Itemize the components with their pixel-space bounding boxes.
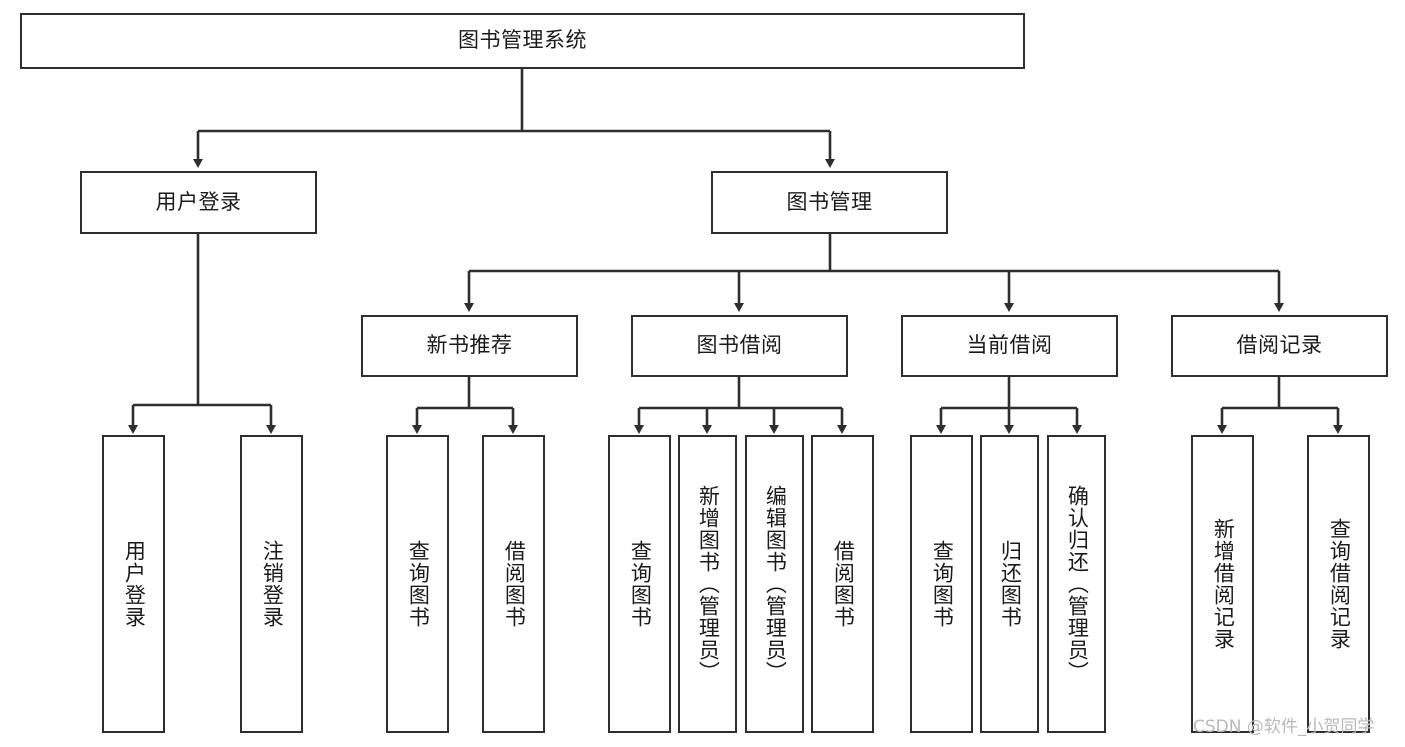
node-label: 新增图书（管理员） [696,485,721,683]
node-label: 归还图书 [998,540,1023,628]
node-label: 确认归还（管理员） [1065,485,1090,683]
leaf-borrow-record-add-record[interactable]: 新增借阅记录 [1191,435,1254,733]
leaf-user-login-logout[interactable]: 注销登录 [240,435,303,733]
node-user-login[interactable]: 用户登录 [80,171,317,234]
leaf-current-borrow-query-book[interactable]: 查询图书 [910,435,973,733]
node-label: 图书借阅 [696,333,783,358]
leaf-book-borrow-query-book[interactable]: 查询图书 [608,435,671,733]
node-label: 新书推荐 [426,333,513,358]
node-label: 借阅图书 [831,540,856,628]
leaf-borrow-record-query-record[interactable]: 查询借阅记录 [1307,435,1370,733]
node-current-borrow[interactable]: 当前借阅 [901,315,1118,377]
node-label: 用户登录 [122,540,147,628]
leaf-current-borrow-return-book[interactable]: 归还图书 [980,435,1039,733]
node-label: 查询图书 [930,540,955,628]
node-label: 借阅记录 [1236,333,1323,358]
node-label: 当前借阅 [966,333,1053,358]
node-label: 借阅图书 [502,540,527,628]
node-label: 查询借阅记录 [1327,518,1352,650]
node-book-management[interactable]: 图书管理 [711,171,948,234]
leaf-new-book-borrow-book[interactable]: 借阅图书 [482,435,545,733]
node-label: 新增借阅记录 [1211,518,1236,650]
leaf-book-borrow-add-book-admin[interactable]: 新增图书（管理员） [678,435,737,733]
node-borrow-record[interactable]: 借阅记录 [1171,315,1388,377]
node-new-book-recommend[interactable]: 新书推荐 [361,315,578,377]
node-root-book-management-system[interactable]: 图书管理系统 [20,13,1025,69]
node-label: 用户登录 [155,189,242,214]
node-label: 查询图书 [628,540,653,628]
node-label: 查询图书 [406,540,431,628]
node-label: 编辑图书（管理员） [763,485,788,683]
node-label: 图书管理 [786,189,873,214]
leaf-new-book-query-book[interactable]: 查询图书 [386,435,449,733]
leaf-current-borrow-confirm-return-admin[interactable]: 确认归还（管理员） [1047,435,1106,733]
csdn-watermark: CSDN @软件_小贺同学 [1193,717,1375,737]
leaf-user-login-login[interactable]: 用户登录 [102,435,165,733]
node-label: 注销登录 [260,540,285,628]
leaf-book-borrow-borrow-book[interactable]: 借阅图书 [811,435,874,733]
leaf-book-borrow-edit-book-admin[interactable]: 编辑图书（管理员） [745,435,804,733]
node-label: 图书管理系统 [458,28,587,53]
node-book-borrow[interactable]: 图书借阅 [631,315,848,377]
